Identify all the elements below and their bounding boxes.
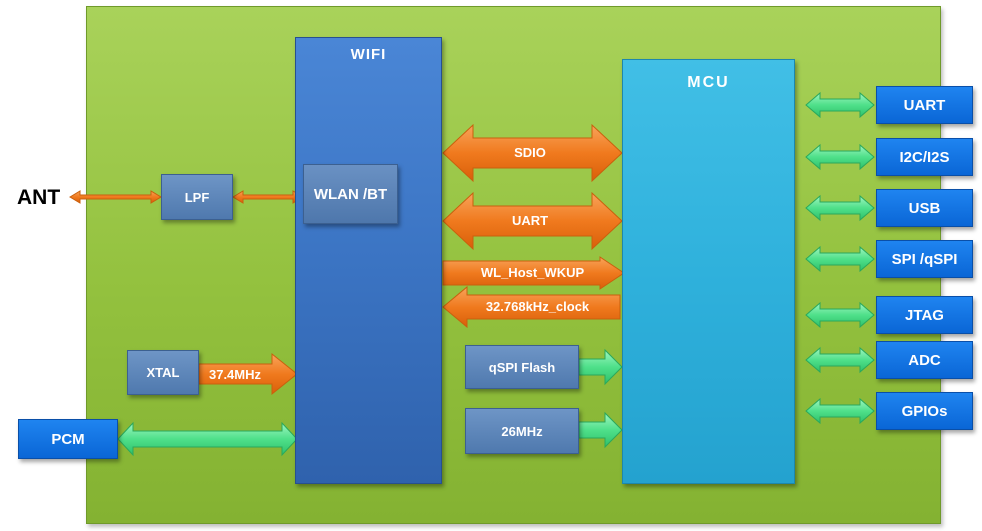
wifi-block: WIFI (295, 37, 442, 484)
antenna-label: ANT (17, 186, 61, 209)
xtal-block: XTAL (127, 350, 199, 395)
interface-gpios: GPIOs (876, 392, 973, 430)
interface-uart: UART (876, 86, 973, 124)
mcu-jtag-arrow (805, 301, 875, 329)
lpf-block: LPF (161, 174, 233, 220)
wl-host-wkup-arrow (442, 256, 625, 290)
mcu-block: MCU (622, 59, 795, 484)
lpf-wlan-arrow (232, 190, 304, 204)
mcu-adc-arrow (805, 346, 875, 374)
sdio-label: SDIO (514, 145, 546, 160)
qspi-mcu-arrow (578, 348, 623, 386)
uart-label: UART (511, 213, 549, 228)
xtal-wifi-arrow (198, 352, 298, 396)
interface-jtag: JTAG (876, 296, 973, 334)
qspi-flash-block: qSPI Flash (465, 345, 579, 389)
mcu-usb-arrow (805, 194, 875, 222)
pcm-wifi-arrow (117, 421, 298, 457)
clock-32k-arrow (442, 285, 621, 329)
mcu-i2c-i2s-arrow (805, 143, 875, 171)
clock-32k-label: 32.768kHz_clock (485, 299, 590, 314)
mcu-gpios-arrow (805, 397, 875, 425)
interface-spi-qspi: SPI /qSPI (876, 240, 973, 278)
interface-usb: USB (876, 189, 973, 227)
wl-host-wkup-label: WL_Host_WKUP (480, 265, 585, 280)
clock-26mhz-mcu-arrow (578, 411, 623, 449)
mcu-uart-arrow (805, 91, 875, 119)
wlan-bt-block: WLAN /BT (303, 164, 398, 224)
mcu-spi-qspi-arrow (805, 245, 875, 273)
xtal-freq-label: 37.4MHz (208, 367, 262, 382)
pcm-block: PCM (18, 419, 118, 459)
ant-lpf-arrow (69, 190, 162, 204)
interface-adc: ADC (876, 341, 973, 379)
clock-26mhz-block: 26MHz (465, 408, 579, 454)
interface-i2c-i2s: I2C/I2S (876, 138, 973, 176)
